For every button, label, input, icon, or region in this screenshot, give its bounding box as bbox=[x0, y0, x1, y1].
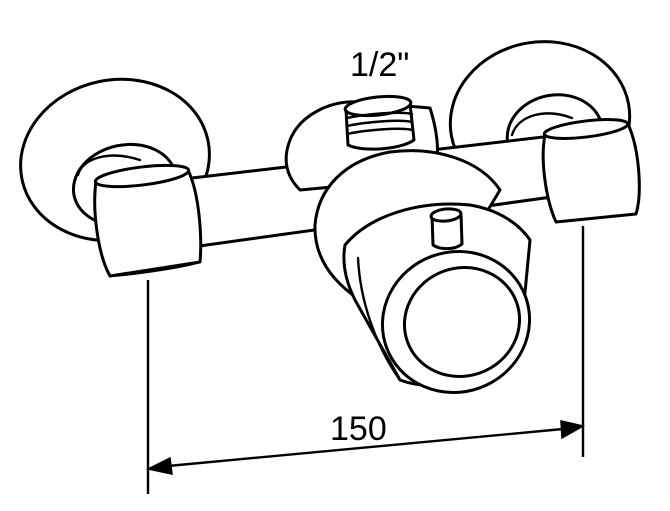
threaded-outlet bbox=[343, 94, 416, 151]
thermostat-handle bbox=[342, 202, 532, 394]
safety-stop-button bbox=[429, 207, 464, 251]
left-end-cap bbox=[93, 163, 203, 278]
thread-size-label: 1/2" bbox=[350, 46, 409, 84]
dimension-extension-lines bbox=[146, 226, 585, 494]
dimension-line bbox=[145, 420, 586, 475]
dimension-arrow-left bbox=[145, 456, 173, 475]
dimension-arrow-right bbox=[560, 420, 586, 440]
right-end-cap bbox=[541, 118, 641, 224]
dimension-label: 150 bbox=[330, 410, 387, 448]
